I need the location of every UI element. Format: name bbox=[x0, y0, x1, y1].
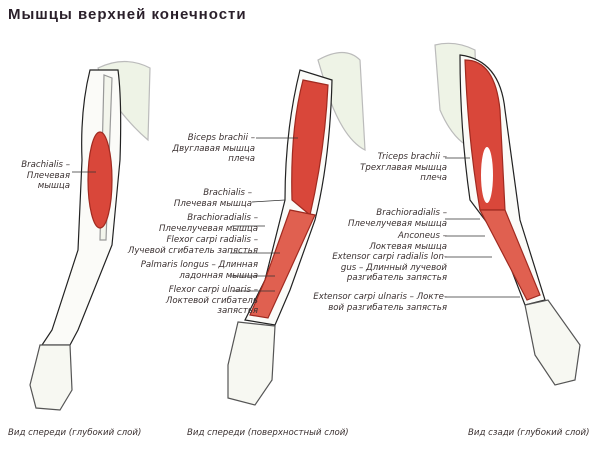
forearm-muscles bbox=[479, 209, 541, 301]
label-flexor-carpi-ulnaris: Flexor carpi ulnaris – Локтевой сгибател… bbox=[138, 285, 258, 317]
label-latin: Flexor carpi ulnaris – bbox=[168, 285, 258, 295]
label-russian: Локтевая мышца bbox=[369, 241, 447, 252]
label-russian: ладонная мышца bbox=[179, 270, 258, 281]
label-latin: Brachialis – bbox=[21, 160, 70, 170]
label-russian: Плечевая мышца bbox=[173, 198, 252, 209]
figure-title: Мышцы верхней конечности bbox=[8, 6, 247, 23]
label-russian: Плечелучевая мышца bbox=[158, 223, 258, 234]
label-palmaris-longus: Palmaris longus – Длинная ладонная мышца bbox=[108, 260, 258, 281]
label-latin: Triceps brachii – bbox=[377, 152, 447, 162]
label-latin: Biceps brachii – bbox=[187, 133, 255, 143]
label-latin: Brachialis – bbox=[203, 188, 252, 198]
label-latin: Brachioradialis – bbox=[376, 208, 447, 218]
caption-back-deep: Вид сзади (глубокий слой) bbox=[468, 428, 590, 438]
label-extensor-carpi-radialis-longus: Extensor carpi radialis lon- gus – Длинн… bbox=[322, 252, 447, 284]
label-russian: Трехглавая мышца плеча bbox=[360, 162, 447, 184]
label-russian: gus – Длинный лучевой разгибатель запяст… bbox=[340, 262, 447, 284]
label-russian: Локтевой сгибатель запястья bbox=[165, 295, 258, 317]
arm-front-superficial bbox=[227, 51, 366, 406]
arm-front-deep bbox=[29, 60, 151, 411]
label-latin: Extensor carpi radialis lon- bbox=[332, 252, 447, 262]
brachialis-muscle bbox=[87, 131, 113, 229]
label-brachialis: Brachialis – Плечевая мышца bbox=[142, 188, 252, 209]
label-brachioradialis-back: Brachioradialis – Плечелучевая мышца bbox=[337, 208, 447, 229]
leader-lines bbox=[72, 137, 520, 298]
hand bbox=[524, 299, 581, 386]
label-biceps-brachii: Biceps brachii – Двуглавая мышца плеча bbox=[155, 133, 255, 165]
label-flexor-carpi-radialis: Flexor carpi radialis – Лучевой сгибател… bbox=[108, 235, 258, 256]
caption-front-deep: Вид спереди (глубокий слой) bbox=[8, 428, 142, 438]
label-russian: Плечевая мышца bbox=[26, 170, 70, 192]
label-latin: Extensor carpi ulnaris – Локте- bbox=[313, 292, 447, 302]
triceps-tendon bbox=[481, 147, 493, 203]
label-anconeus: Anconeus – Локтевая мышца bbox=[337, 231, 447, 252]
label-russian: Двуглавая мышца плеча bbox=[172, 143, 255, 165]
label-russian: вой разгибатель запястья bbox=[328, 302, 447, 313]
label-latin: Palmaris longus – Длинная bbox=[140, 260, 258, 270]
caption-front-superficial: Вид спереди (поверхностный слой) bbox=[187, 428, 349, 438]
hand bbox=[29, 344, 73, 411]
scapula bbox=[317, 51, 366, 151]
label-extensor-carpi-ulnaris: Extensor carpi ulnaris – Локте- вой разг… bbox=[307, 292, 447, 313]
hand bbox=[227, 321, 276, 406]
label-latin: Flexor carpi radialis – bbox=[166, 235, 258, 245]
label-brachioradialis: Brachioradialis – Плечелучевая мышца bbox=[118, 213, 258, 234]
label-brachialis-front-deep: Brachialis – Плечевая мышца bbox=[0, 160, 70, 192]
label-latin: Brachioradialis – bbox=[187, 213, 258, 223]
label-russian: Лучевой сгибатель запястья bbox=[127, 245, 258, 256]
label-triceps-brachii: Triceps brachii – Трехглавая мышца плеча bbox=[347, 152, 447, 184]
arm-back-deep bbox=[434, 42, 581, 386]
label-russian: Плечелучевая мышца bbox=[347, 218, 447, 229]
label-latin: Anconeus – bbox=[398, 231, 447, 241]
